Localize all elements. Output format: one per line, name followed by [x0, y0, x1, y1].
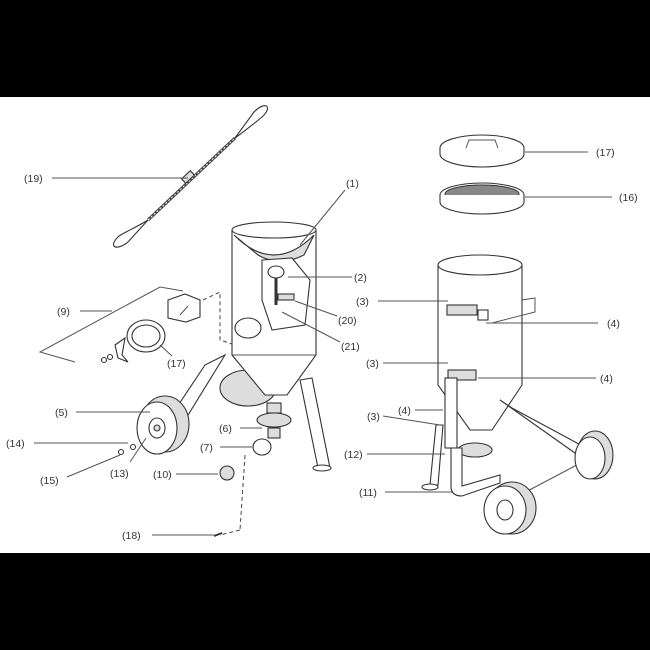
callout-14: (14) [6, 438, 25, 450]
callout-21: (21) [341, 341, 360, 353]
callout-13: (13) [110, 468, 129, 480]
callout-18: (18) [122, 530, 141, 542]
callout-3-middle: (3) [366, 358, 379, 370]
callout-20: (20) [338, 315, 357, 327]
callout-11: (11) [359, 487, 377, 499]
callout-7: (7) [200, 442, 213, 454]
inspection-cover-kit [38, 286, 233, 364]
exploded-parts-diagram: (19) (1) (2) (20) (21) (9) (17) (5) (6) … [6, 105, 638, 542]
left-tank-cutaway [163, 221, 332, 537]
parts-diagram-sheet: (19) (1) (2) (20) (21) (9) (17) (5) (6) … [0, 97, 650, 553]
callout-19: (19) [24, 173, 43, 185]
lifting-cable [113, 105, 269, 248]
callout-10: (10) [153, 469, 172, 481]
callout-4-lower: (4) [398, 405, 411, 417]
callout-12: (12) [344, 449, 363, 461]
right-tank-assembly [421, 134, 614, 535]
callout-4-upper: (4) [607, 318, 620, 330]
left-wheel [117, 395, 190, 456]
leader-lines [34, 151, 612, 536]
callout-3-upper: (3) [356, 296, 369, 308]
callout-17-lid: (17) [596, 147, 615, 159]
callout-17-gasket: (17) [167, 358, 186, 370]
callout-labels: (19) (1) (2) (20) (21) (9) (17) (5) (6) … [6, 147, 638, 542]
callout-15: (15) [40, 475, 59, 487]
callout-5: (5) [55, 407, 68, 419]
callout-2: (2) [354, 272, 367, 284]
callout-4-middle: (4) [600, 373, 613, 385]
callout-1: (1) [346, 178, 359, 190]
callout-3-lower: (3) [367, 411, 380, 423]
callout-6: (6) [219, 423, 232, 435]
callout-16: (16) [619, 192, 638, 204]
callout-9: (9) [57, 306, 70, 318]
